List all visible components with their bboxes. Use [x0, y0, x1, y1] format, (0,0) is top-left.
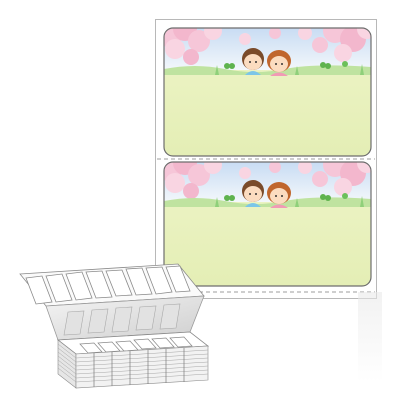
clover-icon [224, 193, 348, 201]
fanfold-label-stack [18, 262, 218, 394]
fanfold-label-stack-drawing [19, 263, 210, 389]
child-boy-illustration [242, 48, 264, 75]
label-top [163, 27, 372, 157]
label-sheet [155, 19, 377, 299]
sheet-reflection [358, 292, 382, 382]
child-girl-illustration [267, 50, 291, 76]
unfolded-strip [19, 263, 205, 307]
child-boy-illustration [242, 180, 264, 207]
label-sheet-drawing [155, 19, 377, 299]
fold-panel-labels [63, 303, 181, 336]
stacked-labels [56, 331, 210, 389]
clover-icon [224, 61, 348, 69]
child-girl-illustration [267, 182, 291, 208]
label-bottom [163, 161, 372, 287]
